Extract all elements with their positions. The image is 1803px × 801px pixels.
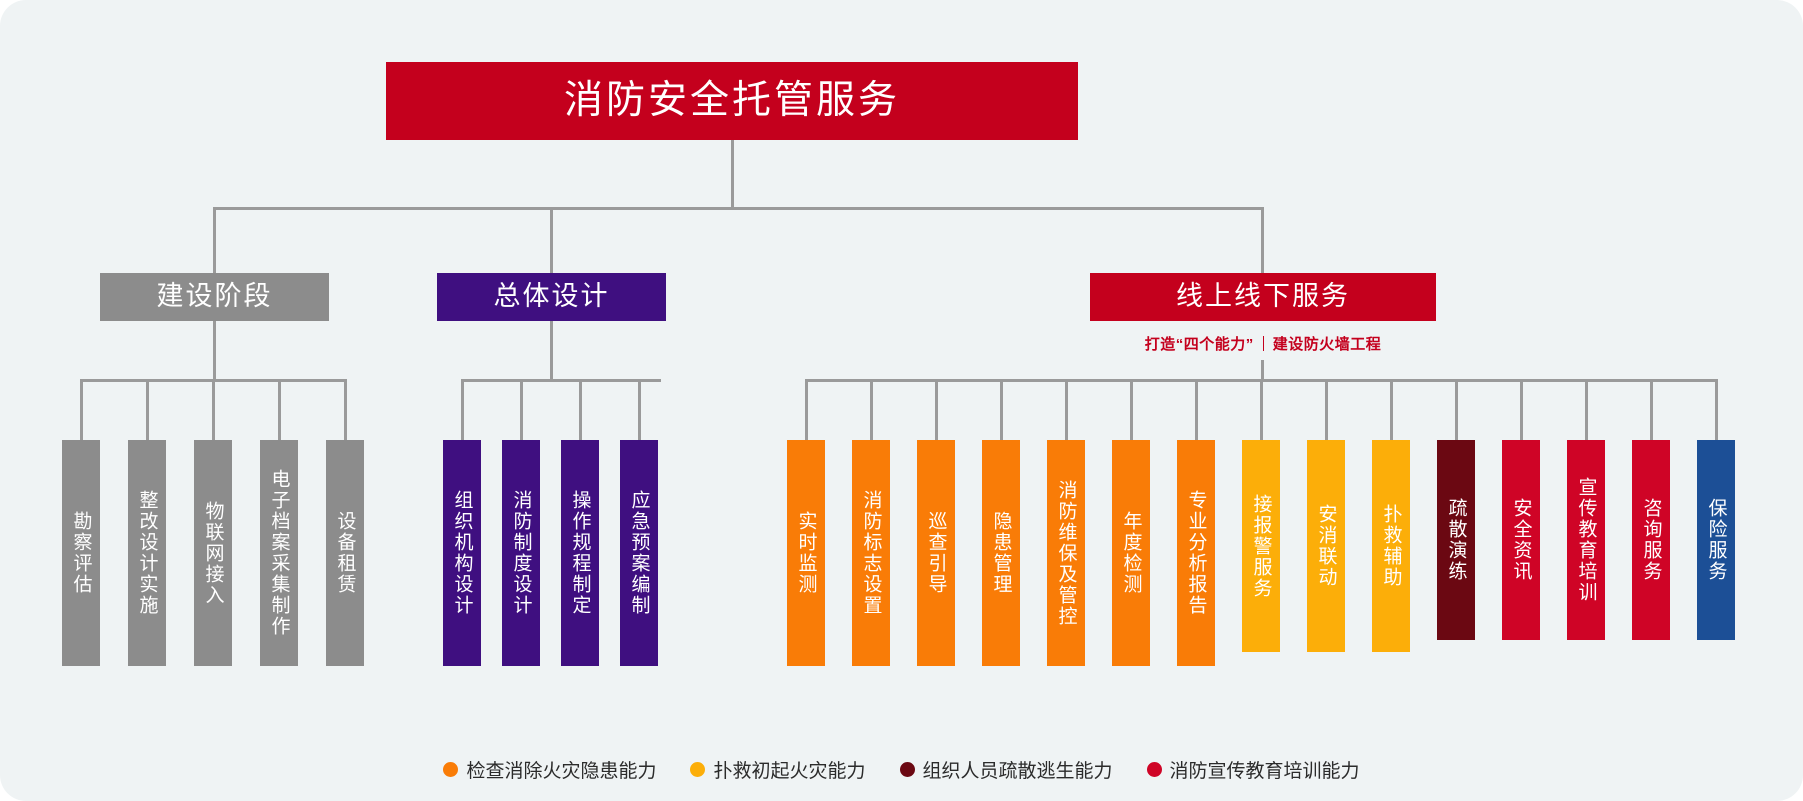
legend-label-1: 扑救初起火灾能力 xyxy=(713,761,866,782)
connector-construction-child-4 xyxy=(344,379,347,440)
legend-dot-icon-1 xyxy=(690,762,706,777)
leaf-node-design-1[interactable]: 消防制度设计 xyxy=(502,440,540,666)
leaf-node-service-8[interactable]: 安消联动 xyxy=(1307,440,1345,652)
connector-service-stem xyxy=(1261,360,1264,379)
connector-service-child-5 xyxy=(1130,379,1133,440)
connector-service-child-4 xyxy=(1065,379,1068,440)
connector-service-child-8 xyxy=(1325,379,1328,440)
connector-service-child-6 xyxy=(1195,379,1198,440)
leaf-node-design-3[interactable]: 应急预案编制 xyxy=(620,440,658,666)
connector-construction-child-2 xyxy=(212,379,215,440)
leaf-node-service-9[interactable]: 扑救辅助 xyxy=(1372,440,1410,652)
branch-node-overall-design[interactable]: 总体设计 xyxy=(437,273,666,321)
leaf-node-service-13[interactable]: 咨询服务 xyxy=(1632,440,1670,640)
connector-design-child-3 xyxy=(638,379,641,440)
legend-label-2: 组织人员疏散逃生能力 xyxy=(922,761,1113,782)
leaf-node-construction-2[interactable]: 物联网接入 xyxy=(194,440,232,666)
leaf-node-service-3[interactable]: 隐患管理 xyxy=(982,440,1020,666)
legend-label-0: 检查消除火灾隐患能力 xyxy=(466,761,657,782)
leaf-node-construction-1[interactable]: 整改设计实施 xyxy=(128,440,166,666)
connector-construction-child-1 xyxy=(146,379,149,440)
branch-subtitle-right: 建设防火墙工程 xyxy=(1272,336,1382,353)
leaf-node-service-10[interactable]: 疏散演练 xyxy=(1437,440,1475,640)
leaf-node-service-11[interactable]: 安全资讯 xyxy=(1502,440,1540,640)
connector-service-child-0 xyxy=(805,379,808,440)
connector-drop-online-offline xyxy=(1261,207,1264,273)
leaf-node-construction-3[interactable]: 电子档案采集制作 xyxy=(260,440,298,666)
leaf-node-service-1[interactable]: 消防标志设置 xyxy=(852,440,890,666)
connector-service-child-10 xyxy=(1455,379,1458,440)
branch-node-online-offline-service[interactable]: 线上线下服务 xyxy=(1090,273,1436,321)
leaf-node-service-6[interactable]: 专业分析报告 xyxy=(1177,440,1215,666)
connector-service-child-9 xyxy=(1390,379,1393,440)
connector-design-stem xyxy=(550,321,553,379)
connector-design-child-0 xyxy=(461,379,464,440)
leaf-node-service-5[interactable]: 年度检测 xyxy=(1112,440,1150,666)
legend-dot-icon-3 xyxy=(1146,762,1162,777)
connector-service-child-1 xyxy=(870,379,873,440)
connector-drop-overall-design xyxy=(550,207,553,273)
leaf-node-design-2[interactable]: 操作规程制定 xyxy=(561,440,599,666)
connector-service-child-12 xyxy=(1585,379,1588,440)
connector-construction-child-3 xyxy=(278,379,281,440)
legend-item-0: 检查消除火灾隐患能力 xyxy=(443,756,656,783)
connector-design-bus xyxy=(461,379,661,382)
leaf-node-construction-0[interactable]: 勘察评估 xyxy=(62,440,100,666)
branch-subtitle-left: 打造“四个能力” xyxy=(1144,336,1254,353)
leaf-node-service-0[interactable]: 实时监测 xyxy=(787,440,825,666)
connector-service-child-14 xyxy=(1715,379,1718,440)
legend-label-3: 消防宣传教育培训能力 xyxy=(1169,761,1360,782)
connector-service-child-11 xyxy=(1520,379,1523,440)
legend-dot-icon-2 xyxy=(899,762,915,777)
connector-service-child-3 xyxy=(1000,379,1003,440)
connector-service-child-13 xyxy=(1650,379,1653,440)
leaf-node-service-14[interactable]: 保险服务 xyxy=(1697,440,1735,640)
branch-subtitle-online-offline: 打造“四个能力” 建设防火墙工程 xyxy=(1090,333,1436,354)
leaf-node-service-2[interactable]: 巡查引导 xyxy=(917,440,955,666)
root-node-fire-safety-trusteeship[interactable]: 消防安全托管服务 xyxy=(386,62,1078,140)
leaf-node-service-7[interactable]: 接报警服务 xyxy=(1242,440,1280,652)
connector-construction-child-0 xyxy=(80,379,83,440)
connector-design-child-1 xyxy=(520,379,523,440)
connector-service-child-7 xyxy=(1260,379,1263,440)
connector-root-bus xyxy=(213,207,1264,210)
legend: 检查消除火灾隐患能力 扑救初起火灾能力 组织人员疏散逃生能力 消防宣传教育培训能… xyxy=(0,756,1803,783)
leaf-node-construction-4[interactable]: 设备租赁 xyxy=(326,440,364,666)
connector-root-stem xyxy=(731,140,734,207)
legend-item-3: 消防宣传教育培训能力 xyxy=(1146,756,1360,783)
legend-item-2: 组织人员疏散逃生能力 xyxy=(899,756,1113,783)
connector-drop-construction xyxy=(213,207,216,273)
connector-design-child-2 xyxy=(579,379,582,440)
subtitle-divider xyxy=(1262,336,1264,351)
legend-item-1: 扑救初起火灾能力 xyxy=(690,756,866,783)
leaf-node-service-12[interactable]: 宣传教育培训 xyxy=(1567,440,1605,640)
branch-node-construction[interactable]: 建设阶段 xyxy=(100,273,329,321)
leaf-node-service-4[interactable]: 消防维保及管控 xyxy=(1047,440,1085,666)
connector-service-child-2 xyxy=(935,379,938,440)
leaf-node-design-0[interactable]: 组织机构设计 xyxy=(443,440,481,666)
connector-construction-stem xyxy=(213,321,216,379)
legend-dot-icon-0 xyxy=(443,762,459,777)
